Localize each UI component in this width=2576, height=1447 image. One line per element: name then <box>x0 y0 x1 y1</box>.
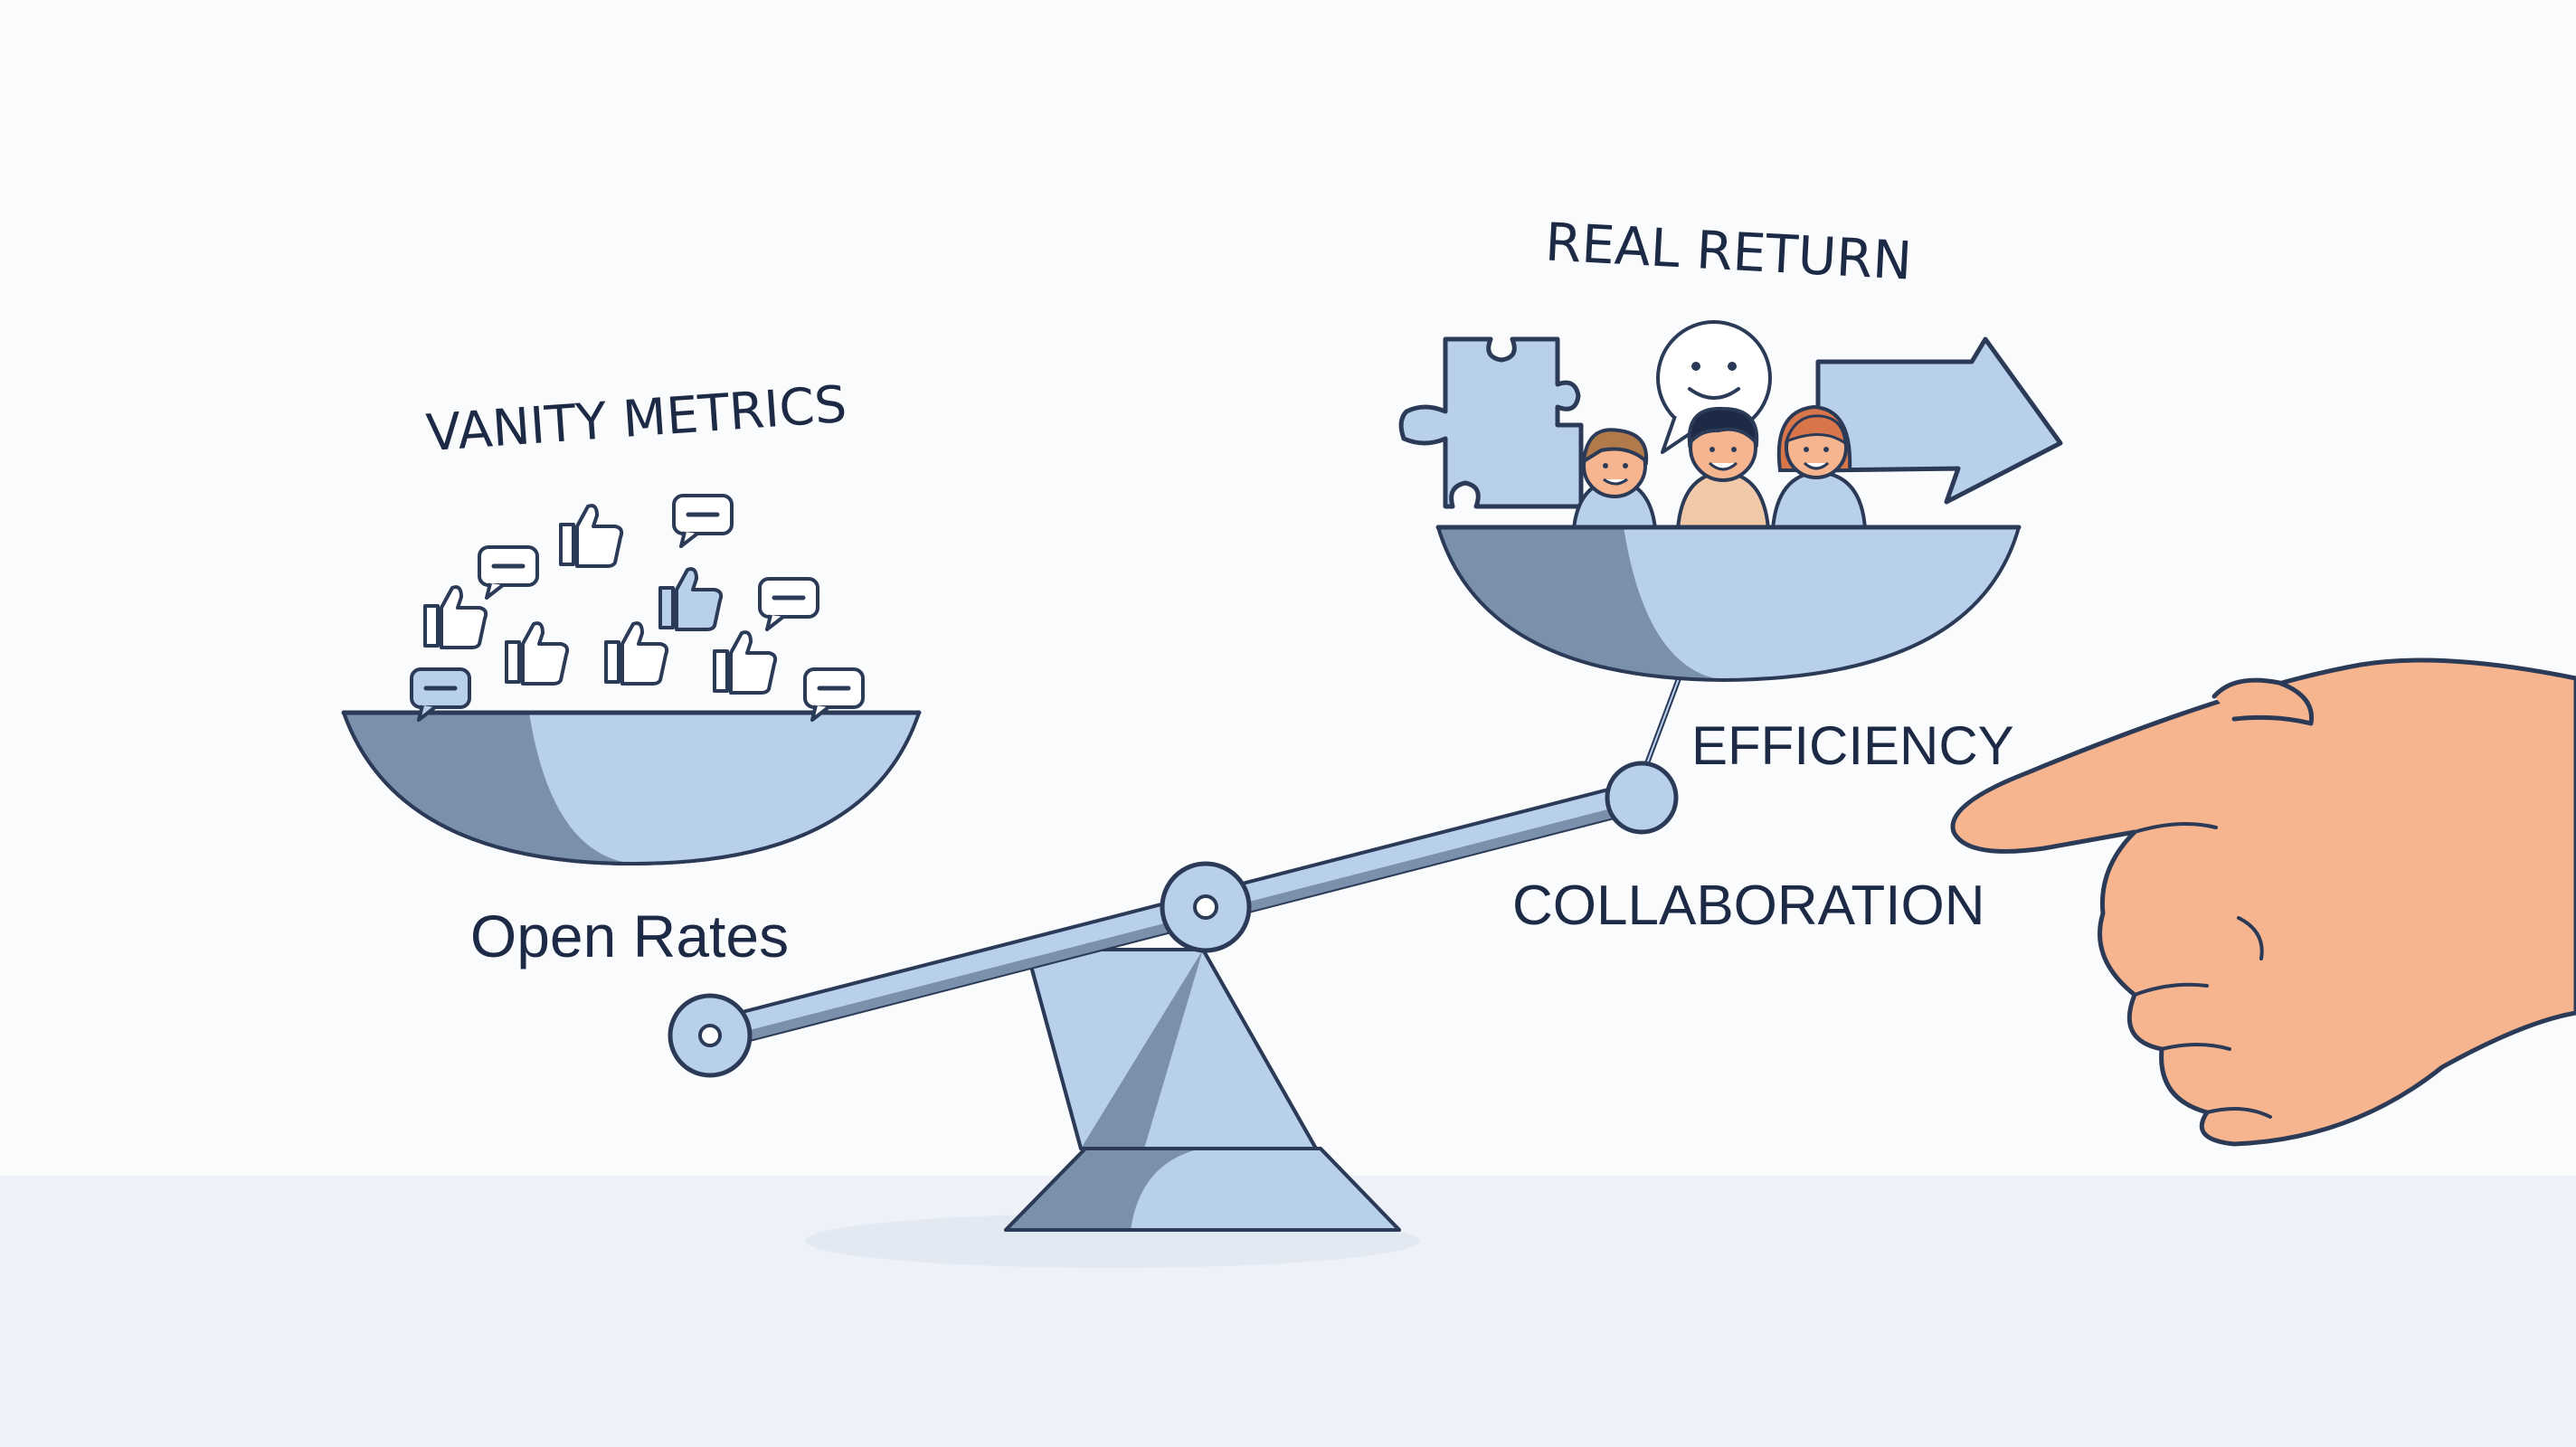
scale-beam <box>668 761 1679 1078</box>
smiley-speech-bubble-icon <box>1656 320 1772 454</box>
arrow-right-icon <box>1815 336 2063 505</box>
thumbs-up-icon <box>559 504 624 568</box>
comment-bubble-icon <box>674 496 732 546</box>
pointing-hand-icon <box>1950 657 2576 1147</box>
scale-stand <box>1004 948 1401 1232</box>
puzzle-piece-icon <box>1398 336 1584 509</box>
thumbs-up-icon <box>658 567 724 631</box>
thumbs-up-icon <box>713 630 778 695</box>
vanity-metrics-title: VANITY METRICS <box>424 375 848 463</box>
thumbs-up-icon <box>604 621 669 686</box>
thumbs-up-icon <box>423 585 488 649</box>
right-pan <box>1639 671 1683 780</box>
right-pan-bowl <box>1435 525 2022 682</box>
left-pan <box>341 710 922 865</box>
comment-bubble-icon <box>479 547 537 598</box>
thumbs-up-icon <box>505 621 570 686</box>
team-people-icon <box>1571 404 1868 531</box>
real-return-title: REAL RETURN <box>1544 211 1914 291</box>
comment-bubble-icon <box>760 579 818 629</box>
open-rates-label: Open Rates <box>470 903 789 969</box>
efficiency-label: EFFICIENCY <box>1691 715 2014 776</box>
beam-right-pivot <box>1605 761 1679 835</box>
vanity-icons <box>412 496 863 720</box>
collaboration-label: COLLABORATION <box>1512 875 1985 937</box>
